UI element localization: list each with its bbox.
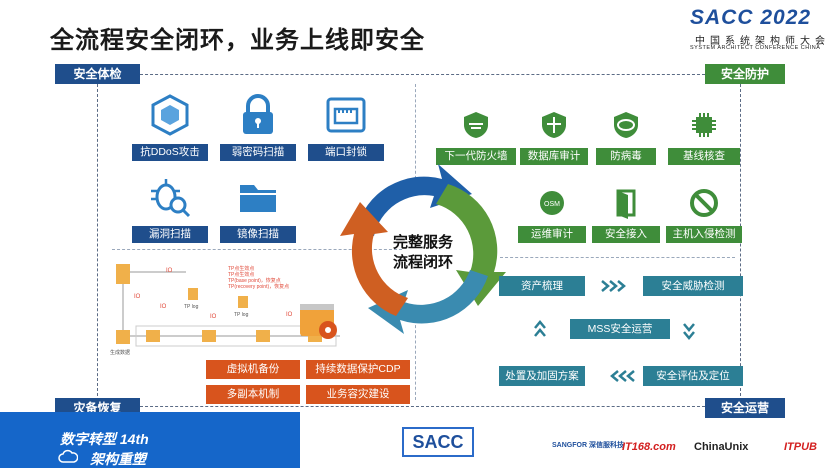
- label: 运维审计: [518, 226, 586, 243]
- sacc-logo: SACC 2022: [690, 6, 812, 29]
- antivirus-shield-icon: [609, 108, 643, 142]
- double-chevron-up-icon: [534, 320, 546, 337]
- data-label: 生成数据: [110, 349, 130, 356]
- frame-bottom: [140, 406, 705, 407]
- partner-chinaunix: ChinaUnix: [694, 441, 749, 453]
- recovery-multi-replica[interactable]: 多副本机制: [206, 385, 300, 404]
- tool-db-audit[interactable]: 数据库审计: [520, 108, 588, 165]
- tplog-label-2: TP log: [234, 312, 249, 318]
- label: 安全接入: [592, 226, 660, 243]
- arrow-blue: [356, 164, 472, 236]
- logo-en: SYSTEM ARCHITECT CONFERENCE CHINA: [690, 45, 821, 51]
- label: 数据库审计: [520, 148, 588, 165]
- ops-mss[interactable]: MSS安全运营: [570, 319, 670, 339]
- partner-itpub: ITPUB: [784, 441, 817, 453]
- partner-it168: IT168.com: [622, 441, 676, 453]
- ops-asset-review[interactable]: 资产梳理: [499, 276, 585, 296]
- cloud-icon: [58, 449, 78, 463]
- recovery-vm-backup[interactable]: 虚拟机备份: [206, 360, 300, 379]
- no-entry-icon: [687, 186, 721, 220]
- label: 抗DDoS攻击: [132, 144, 208, 161]
- cube-icon: [147, 92, 193, 138]
- sacc-bottom-logo: SACC: [402, 427, 474, 457]
- divider-bottom-mid: [415, 320, 416, 400]
- divider-right: [500, 257, 735, 258]
- tplog-label-1: TP log: [184, 304, 199, 310]
- io-label-3: IO: [210, 314, 217, 320]
- tool-port-block[interactable]: 端口封锁: [308, 92, 384, 161]
- logo-cn: 中国系统架构师大会: [695, 36, 830, 47]
- frame-left: [97, 84, 98, 396]
- tp-label-4: TP(recovery point)，恢复点: [228, 283, 289, 290]
- recovery-cdp[interactable]: 持续数据保护CDP: [306, 360, 410, 379]
- corner-security-protection[interactable]: 安全防护: [705, 64, 785, 84]
- io-label-5: IO: [166, 268, 173, 274]
- tp-label-2: TP点生效点: [228, 271, 254, 278]
- cycle-line-1: 完整服务: [392, 234, 453, 251]
- firewall-shield-icon: [459, 108, 493, 142]
- svg-text:OSM: OSM: [544, 201, 560, 208]
- corner-security-checkup[interactable]: 安全体检: [55, 64, 140, 84]
- label: 弱密码扫描: [220, 144, 296, 161]
- bottom-banner: 数字转型 14th 架构重塑: [0, 412, 300, 468]
- cycle-line-2: 流程闭环: [392, 254, 453, 271]
- ops-remediation[interactable]: 处置及加固方案: [499, 366, 585, 386]
- cycle-center-text: 完整服务 流程闭环: [383, 233, 463, 273]
- tool-host-ids[interactable]: 主机入侵检测: [666, 186, 742, 243]
- io-label-4: IO: [286, 312, 293, 318]
- arrow-orange: [340, 202, 408, 316]
- label: 镜像扫描: [220, 226, 296, 243]
- page-title: 全流程安全闭环，业务上线即安全: [50, 27, 425, 54]
- double-chevron-left-icon: [610, 370, 635, 382]
- partner-sangfor: SANGFOR 深信服科技: [552, 442, 624, 449]
- tool-ngfw[interactable]: 下一代防火墙: [436, 108, 516, 165]
- door-icon: [609, 186, 643, 220]
- ethernet-port-icon: [323, 92, 369, 138]
- ops-threat-detection[interactable]: 安全威胁检测: [643, 276, 743, 296]
- divider-left: [112, 249, 402, 250]
- corner-security-operations[interactable]: 安全运营: [705, 398, 785, 418]
- tp-label-1: TP点生效点: [228, 265, 254, 272]
- label: 端口封锁: [308, 144, 384, 161]
- banner-line-1: 数字转型 14th: [60, 431, 149, 447]
- osm-badge-icon: OSM: [535, 186, 569, 220]
- tool-anti-ddos[interactable]: 抗DDoS攻击: [132, 92, 208, 161]
- double-chevron-right-icon: [601, 280, 626, 292]
- tool-baseline-check[interactable]: 基线核查: [668, 108, 740, 165]
- recovery-dr-build[interactable]: 业务容灾建设: [306, 385, 410, 404]
- chip-icon: [687, 108, 721, 142]
- divider-top-mid: [415, 84, 416, 184]
- server-gear-icon: [300, 304, 337, 339]
- arrow-green: [436, 184, 506, 306]
- label: 主机入侵检测: [666, 226, 742, 243]
- recovery-diagram: IO IO IO IO IO TP点生效点 TP点生效点 TP(base poi…: [110, 264, 340, 356]
- banner-line-2: 架构重塑: [90, 451, 146, 467]
- tool-weak-password-scan[interactable]: 弱密码扫描: [220, 92, 296, 161]
- folder-icon: [235, 174, 281, 220]
- frame-top: [140, 74, 705, 75]
- tool-vulnerability-scan[interactable]: 漏洞扫描: [132, 174, 208, 243]
- io-label-1: IO: [134, 294, 141, 300]
- label: 下一代防火墙: [436, 148, 516, 165]
- label: 防病毒: [596, 148, 656, 165]
- cycle-arrows: [340, 164, 506, 334]
- io-label-2: IO: [160, 304, 167, 310]
- arrow-teal: [368, 270, 488, 334]
- lock-icon: [235, 92, 281, 138]
- bug-search-icon: [147, 174, 193, 220]
- tp-label-3: TP(base point)，恢复点: [228, 277, 281, 284]
- tool-antivirus[interactable]: 防病毒: [596, 108, 656, 165]
- label: 漏洞扫描: [132, 226, 208, 243]
- tool-secure-access[interactable]: 安全接入: [592, 186, 660, 243]
- label: 基线核查: [668, 148, 740, 165]
- ops-assessment[interactable]: 安全评估及定位: [643, 366, 743, 386]
- double-chevron-down-icon: [683, 323, 695, 340]
- shield-cross-icon: [537, 108, 571, 142]
- tool-image-scan[interactable]: 镜像扫描: [220, 174, 296, 243]
- tool-ops-audit[interactable]: OSM 运维审计: [518, 186, 586, 243]
